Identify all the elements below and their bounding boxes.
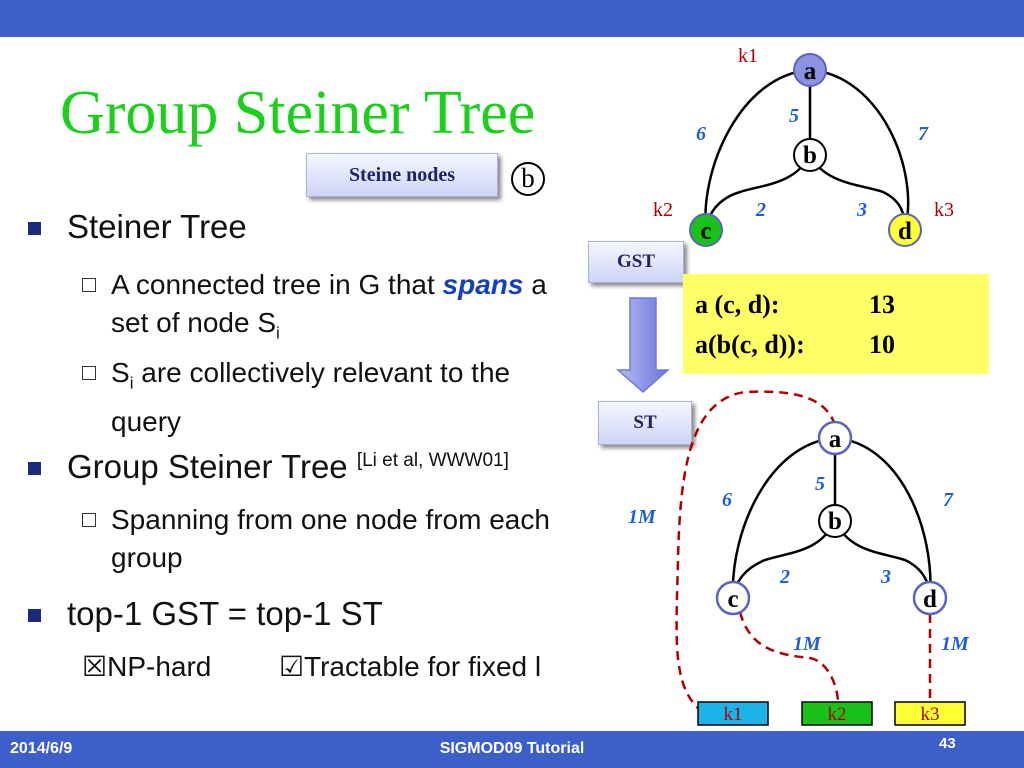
footer-title: SIGMOD09 Tutorial bbox=[439, 740, 585, 757]
dashed-edge-c-k2 bbox=[738, 611, 840, 703]
keyword-box-k1-label: k1 bbox=[724, 704, 743, 725]
square-bullet-icon bbox=[28, 222, 41, 235]
node-c-label: c bbox=[700, 218, 711, 245]
footer-bar: 2014/6/9 SIGMOD09 Tutorial 43 bbox=[0, 731, 1024, 768]
node-b bbox=[818, 504, 852, 538]
square-bullet-icon bbox=[28, 462, 41, 475]
result-value-1: 13 bbox=[869, 290, 895, 319]
checkbox-crossed-icon: ☒ bbox=[82, 651, 108, 682]
sub-bullet-complexity: ☒NP-hard ☑Tractable for fixed l bbox=[82, 651, 542, 682]
weight-ab: 5 bbox=[815, 473, 825, 495]
hollow-box-bullet-icon bbox=[82, 278, 96, 292]
sub-bullet-spanning: Spanning from one node from each group bbox=[82, 501, 572, 577]
hollow-box-bullet-icon bbox=[82, 513, 96, 527]
header-bar bbox=[0, 0, 1024, 37]
node-a-label: a bbox=[804, 58, 817, 85]
node-b-label: b bbox=[803, 142, 817, 169]
sub-bullet-connected-tree: A connected tree in G that spans a set o… bbox=[82, 266, 572, 353]
result-label-1: a (c, d): bbox=[695, 290, 780, 319]
slide-title: Group Steiner Tree bbox=[60, 79, 536, 147]
node-c-label: c bbox=[727, 586, 738, 613]
edge-a-c bbox=[731, 436, 836, 599]
weight-ac: 6 bbox=[722, 489, 732, 511]
keyword-k1: k1 bbox=[738, 45, 758, 67]
square-bullet-icon bbox=[28, 609, 41, 622]
gst-button[interactable]: GST bbox=[588, 241, 684, 283]
graph-top: a b c d k1 k2 k3 5 6 7 2 3 bbox=[653, 45, 954, 247]
edge-a-d bbox=[834, 436, 932, 599]
keyword-box-k1 bbox=[697, 701, 769, 726]
circled-node-b: b bbox=[511, 162, 545, 196]
down-arrow-icon bbox=[616, 297, 670, 393]
weight-ac: 6 bbox=[696, 123, 706, 145]
sub-bullet-collectively-relevant: Si are collectively relevant to the quer… bbox=[82, 354, 572, 441]
dashed-edge-a-k1 bbox=[675, 390, 837, 711]
result-value-2: 10 bbox=[869, 330, 895, 359]
weight-a-k1: 1M bbox=[628, 506, 657, 528]
node-d bbox=[888, 213, 922, 247]
keyword-box-k2 bbox=[801, 701, 873, 726]
node-a bbox=[793, 53, 827, 87]
weight-bc: 2 bbox=[779, 566, 790, 588]
node-d-label: d bbox=[898, 218, 912, 245]
results-box: a (c, d): 13 a(b(c, d)): 10 bbox=[683, 274, 989, 374]
weight-d-k3: 1M bbox=[941, 633, 970, 655]
keyword-box-k2-label: k2 bbox=[828, 704, 847, 725]
keyword-box-k3 bbox=[894, 701, 966, 726]
result-label-2: a(b(c, d)): bbox=[695, 330, 805, 359]
weight-ad: 7 bbox=[918, 123, 929, 145]
footer-date: 2014/6/9 bbox=[10, 740, 73, 757]
weight-bd: 3 bbox=[880, 566, 891, 588]
node-a-label: a bbox=[829, 426, 842, 453]
node-c bbox=[715, 580, 751, 616]
graph-bottom: a b c d 5 6 7 2 3 1M 1M 1M k1 k2 k3 bbox=[628, 390, 970, 726]
edge-a-c bbox=[704, 68, 811, 231]
node-a bbox=[817, 420, 853, 456]
keyword-k3: k3 bbox=[934, 199, 954, 221]
weight-ab: 5 bbox=[789, 105, 799, 127]
page-number: 43 bbox=[939, 735, 956, 752]
node-d bbox=[912, 580, 948, 616]
edge-a-d bbox=[809, 68, 910, 231]
node-b bbox=[793, 138, 827, 172]
checkbox-checked-icon: ☑ bbox=[278, 651, 305, 682]
node-d-label: d bbox=[923, 586, 937, 613]
hollow-box-bullet-icon bbox=[82, 366, 96, 380]
keyword-k2: k2 bbox=[653, 199, 673, 221]
weight-ad: 7 bbox=[943, 489, 954, 511]
weight-bd: 3 bbox=[856, 199, 867, 221]
weight-c-k2: 1M bbox=[793, 633, 822, 655]
st-button[interactable]: ST bbox=[598, 401, 692, 445]
steine-nodes-button[interactable]: Steine nodes bbox=[306, 153, 498, 197]
node-b-label: b bbox=[828, 508, 842, 535]
node-c bbox=[689, 213, 723, 247]
keyword-box-k3-label: k3 bbox=[921, 704, 940, 725]
edge-b-c bbox=[704, 154, 812, 231]
weight-bc: 2 bbox=[755, 199, 766, 221]
